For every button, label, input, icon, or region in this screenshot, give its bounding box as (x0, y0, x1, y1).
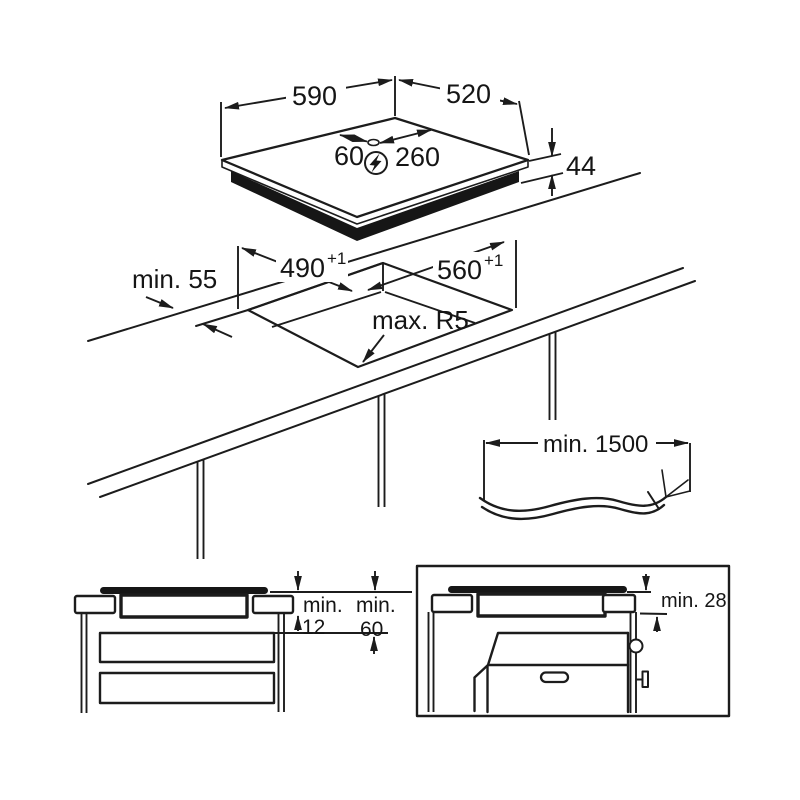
cable-outlet-marker (367, 138, 380, 147)
hob-glass-lip (221, 160, 529, 225)
worktop-cutout-view: min. 55 490 +1 560 +1 max. R5 (87, 172, 696, 559)
hob-depth-label: 520 (446, 79, 491, 109)
drawer-min1-prefix: min. (303, 594, 343, 617)
cable-grommet (628, 638, 644, 654)
cable-length-label: min. 1500 (543, 431, 648, 458)
offset-left-label: 60 (334, 141, 364, 171)
cutout-width-tolerance: +1 (327, 249, 346, 268)
oven-clearance-view: min. 28 (415, 564, 731, 718)
hob-base (231, 171, 519, 241)
power-cable-icon (478, 469, 691, 521)
hob-width-label: 590 (292, 81, 337, 111)
cutout-width-label: 490 (280, 253, 325, 283)
drawer-min1-value: 12 (302, 616, 325, 639)
cutout-opening (246, 261, 514, 369)
hob-glass-section (100, 587, 268, 594)
lightning-bolt-icon (364, 151, 388, 175)
oven-handle (539, 671, 570, 684)
worktop-section-left (73, 594, 117, 615)
hob-glass-section2 (448, 586, 627, 593)
hob-height-label: 44 (566, 151, 596, 181)
worktop-section-right (251, 594, 295, 615)
adjustment-screw (636, 670, 649, 688)
drawer-clearance-view: min. 12 min. 60 (73, 571, 412, 713)
oven-outline (473, 631, 630, 714)
hob-body-section (119, 593, 249, 619)
worktop-section2-right (601, 593, 637, 614)
rear-clearance-label: min. 55 (132, 264, 217, 294)
worktop-front-edge (87, 267, 684, 485)
oven-clearance-label: min. 28 (661, 590, 727, 612)
hob-body-section2 (476, 592, 607, 618)
corner-radius-label: max. R5 (372, 305, 469, 335)
cutout-depth-tolerance: +1 (484, 251, 503, 270)
drawer-min2-value: 60 (360, 618, 383, 641)
cutout-depth-label: 560 (437, 255, 482, 285)
hob-isometric-view: 590 520 60 260 44 (220, 76, 596, 241)
offset-right-label: 260 (395, 142, 440, 172)
drawer-front-upper (98, 631, 276, 664)
cabinet-legs (196, 332, 557, 559)
power-cable-view: min. 1500 (478, 431, 691, 521)
drawer-front-lower (98, 671, 276, 705)
drawer-min2-prefix: min. (356, 594, 396, 617)
worktop-section2-left (430, 593, 474, 614)
worktop-back-edge (87, 172, 641, 342)
